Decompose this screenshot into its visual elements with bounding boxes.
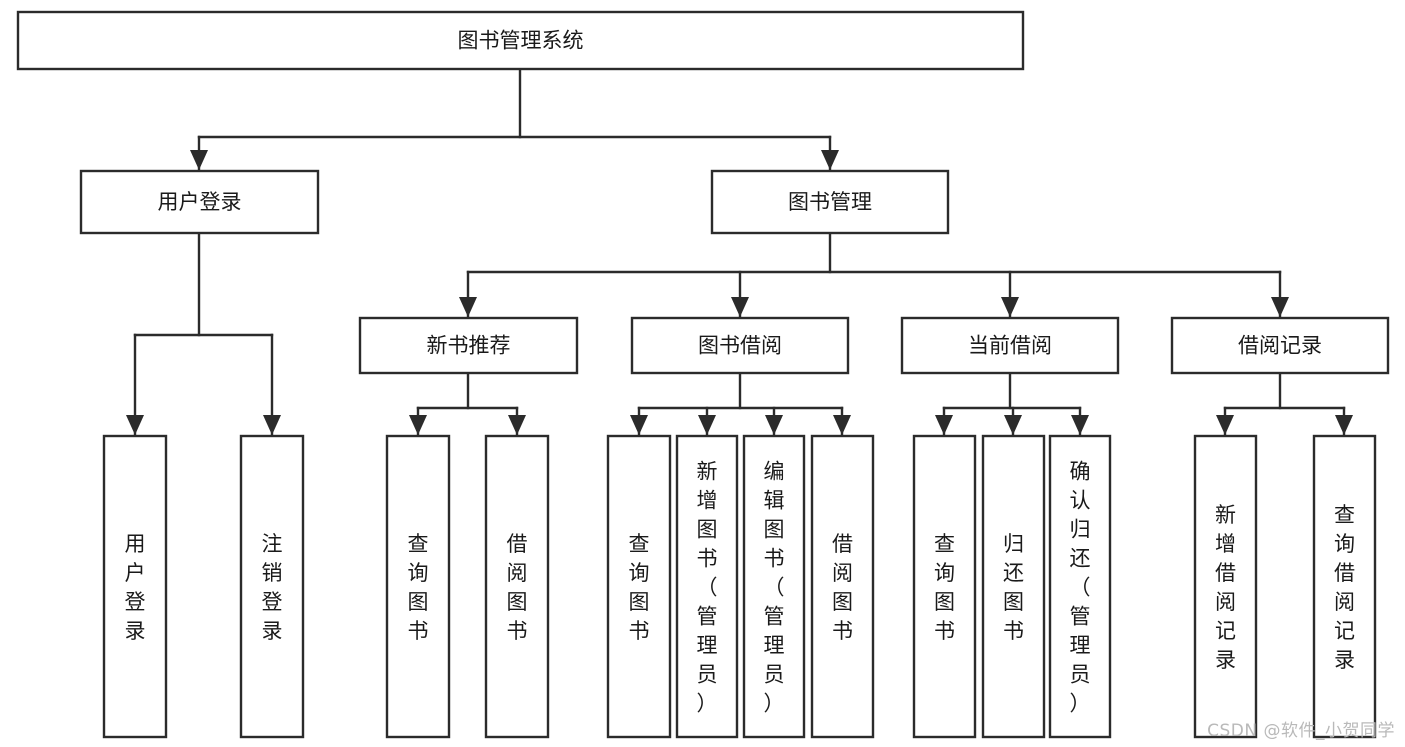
node-box-leaf-query-book-current [912,434,977,739]
node-leaf-borrow-book[interactable]: 借阅图书 [810,434,875,739]
node-leaf-query-book-current[interactable]: 查询图书 [912,434,977,739]
arrow-head-icon [1071,415,1089,435]
node-label-leaf-query-book-current: 查询图书 [934,532,955,643]
node-label-leaf-add-borrow-record: 新增借阅记录 [1215,503,1236,672]
node-box-current-borrow [900,316,1120,375]
node-label-new-book-recommend: 新书推荐 [427,334,511,358]
node-box-leaf-query-book-recommend [385,434,451,739]
node-leaf-query-book-borrow[interactable]: 查询图书 [606,434,672,739]
node-label-leaf-edit-book: 编辑图书（管理员） [764,460,785,716]
node-leaf-query-book-recommend[interactable]: 查询图书 [385,434,451,739]
node-box-book-manage [710,169,950,235]
node-box-leaf-add-book [675,434,739,739]
node-leaf-return-book[interactable]: 归还图书 [981,434,1046,739]
node-leaf-query-borrow-record[interactable]: 查询借阅记录 [1312,434,1377,739]
arrow-head-icon [508,415,526,435]
node-label-book-borrow: 图书借阅 [698,334,782,358]
node-label-leaf-return-book: 归还图书 [1003,532,1024,643]
node-leaf-confirm-return[interactable]: 确认归还（管理员） [1048,434,1112,739]
node-box-new-book-recommend [358,316,579,375]
node-box-leaf-borrow-book-recommend [484,434,550,739]
arrow-head-icon [1271,297,1289,317]
csdn-watermark: CSDN @软件_小贺同学 [1207,721,1395,741]
node-box-leaf-query-book-borrow [606,434,672,739]
arrow-head-icon [1001,297,1019,317]
node-box-borrow-record [1170,316,1390,375]
node-label-book-manage: 图书管理 [788,190,872,214]
node-box-root [16,10,1025,71]
node-current-borrow[interactable]: 当前借阅 [900,316,1120,375]
node-box-leaf-add-borrow-record [1193,434,1258,739]
arrow-head-icon [698,415,716,435]
nodes-layer: 图书管理系统用户登录图书管理新书推荐图书借阅当前借阅借阅记录用户登录注销登录查询… [16,10,1390,739]
node-box-leaf-logout [239,434,305,739]
node-leaf-borrow-book-recommend[interactable]: 借阅图书 [484,434,550,739]
node-borrow-record[interactable]: 借阅记录 [1170,316,1390,375]
arrow-head-icon [1335,415,1353,435]
node-box-leaf-edit-book [742,434,806,739]
arrow-head-icon [1004,415,1022,435]
node-user-login[interactable]: 用户登录 [79,169,320,235]
node-box-leaf-return-book [981,434,1046,739]
node-label-leaf-confirm-return: 确认归还（管理员） [1070,460,1091,716]
arrow-head-icon [459,297,477,317]
node-label-user-login: 用户登录 [158,190,242,214]
arrow-head-icon [765,415,783,435]
node-root[interactable]: 图书管理系统 [16,10,1025,71]
node-leaf-logout[interactable]: 注销登录 [239,434,305,739]
node-box-leaf-borrow-book [810,434,875,739]
arrow-head-icon [1216,415,1234,435]
node-label-leaf-query-book-borrow: 查询图书 [629,532,650,643]
node-label-leaf-add-book: 新增图书（管理员） [697,460,718,716]
arrow-head-icon [409,415,427,435]
node-label-leaf-borrow-book: 借阅图书 [832,532,853,643]
node-box-user-login [79,169,320,235]
node-book-borrow[interactable]: 图书借阅 [630,316,850,375]
node-label-leaf-logout: 注销登录 [262,532,283,643]
node-leaf-edit-book[interactable]: 编辑图书（管理员） [742,434,806,739]
node-book-manage[interactable]: 图书管理 [710,169,950,235]
node-box-leaf-query-borrow-record [1312,434,1377,739]
arrow-head-icon [821,150,839,170]
node-label-leaf-user-login: 用户登录 [125,532,146,643]
node-leaf-user-login[interactable]: 用户登录 [102,434,168,739]
node-label-current-borrow: 当前借阅 [968,334,1052,358]
node-label-leaf-query-borrow-record: 查询借阅记录 [1334,503,1355,672]
arrow-head-icon [731,297,749,317]
node-box-leaf-user-login [102,434,168,739]
node-leaf-add-borrow-record[interactable]: 新增借阅记录 [1193,434,1258,739]
node-label-leaf-borrow-book-recommend: 借阅图书 [507,532,528,643]
arrow-head-icon [190,150,208,170]
node-label-root: 图书管理系统 [458,29,584,53]
node-label-borrow-record: 借阅记录 [1238,334,1322,358]
node-new-book-recommend[interactable]: 新书推荐 [358,316,579,375]
node-leaf-add-book[interactable]: 新增图书（管理员） [675,434,739,739]
arrow-head-icon [630,415,648,435]
arrow-head-icon [126,415,144,435]
node-box-book-borrow [630,316,850,375]
arrow-head-icon [935,415,953,435]
node-label-leaf-query-book-recommend: 查询图书 [408,532,429,643]
arrow-head-icon [833,415,851,435]
arrow-head-icon [263,415,281,435]
node-box-leaf-confirm-return [1048,434,1112,739]
connectors-layer [126,67,1353,436]
